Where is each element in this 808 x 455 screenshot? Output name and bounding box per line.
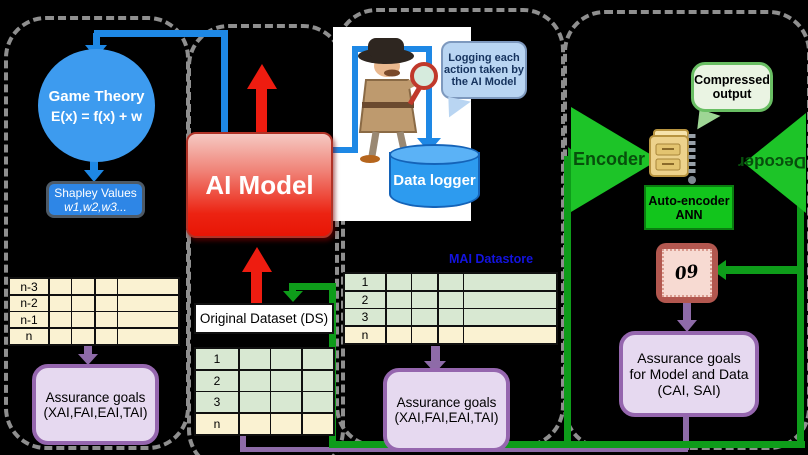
table-row-label: 2 [196,370,238,391]
wire-gametheory-drop [93,33,100,46]
original-dataset-text: Original Dataset (DS) [199,311,329,326]
assurance-mid-line1: Assurance goals [396,395,497,410]
wire-circle-to-shapley [90,156,98,172]
bubble-line1: Logging each [448,52,520,64]
green-v-to-encoder [564,156,571,446]
compressed-line2: output [712,87,752,101]
table-row-label: n-3 [10,279,48,294]
ann-line1: Auto-encoder [648,193,730,208]
wire-ai-to-gametheory-v [221,33,228,133]
red-arrowhead-bottom [242,247,272,272]
assurance-right-line3: (CAI, SAI) [657,382,721,398]
shapley-weights: w1,w2,w3... [64,199,127,214]
table-row-label: n [10,328,48,344]
arrowhead-into-shapley [84,170,104,182]
stamp-text: 09 [673,261,701,285]
original-dataset-table: 1 2 3 n [194,347,335,436]
shapley-values-box: Shapley Values w1,w2,w3... [46,181,145,218]
purple-arrow-mid-shaft [431,346,440,363]
assurance-mid-line2: (XAI,FAI,EAI,TAI) [394,410,499,425]
bubble-line2: action taken by [443,64,525,76]
table-row-label: n [196,413,238,434]
table-row-label: 1 [345,274,385,290]
assurance-goals-right-box: Assurance goals for Model and Data (CAI,… [619,331,759,417]
game-theory-title: Game Theory [48,87,145,105]
compressed-line1: Compressed [694,73,770,87]
ann-line2: ANN [675,207,703,222]
assurance-left-line2: (XAI,FAI,EAI,TAI) [43,404,148,420]
decoder-label: Decoder [737,153,807,172]
purple-arrowhead-left [78,354,98,365]
autoencoder-ann-box: Auto-encoder ANN [644,185,734,230]
table-row-label: 3 [196,392,238,412]
wire-ai-to-gametheory-h [94,30,228,37]
game-theory-formula: E(x) = f(x) + w [50,107,143,124]
wire-ai-to-logger-h1 [330,147,358,153]
encoder-label: Encoder [573,149,646,169]
green-h1 [289,283,336,290]
table-row-label: n [345,326,385,343]
game-theory-circle: Game Theory E(x) = f(x) + w [38,49,155,162]
table-row-label: n-1 [10,312,48,327]
purple-bottom-v1 [240,435,246,449]
wire-ai-to-logger-v1 [352,46,358,153]
assurance-left-line1: Assurance goals [45,389,146,405]
bubble-line3: the AI Model [451,76,517,88]
panel-ai-model [187,24,345,455]
shapley-weights-table: n-3 n-2 n-1 n [8,277,180,346]
datastore-label: MAI Datastore [449,252,534,266]
table-row-label: n-2 [10,295,48,311]
purple-bottom-v2 [683,414,689,450]
red-arrow-bottom-shaft [251,272,262,303]
assurance-goals-left-box: Assurance goals (XAI,FAI,EAI,TAI) [32,364,159,445]
red-arrowhead-top [247,64,277,89]
ai-model-label: AI Model [205,169,314,200]
wire-ai-to-logger-v2 [426,46,432,140]
data-logger-label: Data logger [393,171,476,189]
green-h-to-stamp [726,266,804,274]
table-row-label: 2 [345,291,385,308]
detective-icon [358,38,438,163]
ai-model-box: AI Model [186,132,333,238]
red-arrow-top-shaft [256,88,267,134]
assurance-right-line2: for Model and Data [629,366,749,382]
purple-arrow-left-shaft [84,346,92,355]
compressed-output-bubble: Compressed output [691,62,773,112]
purple-arrowhead-stamp [677,320,697,332]
shapley-title: Shapley Values [54,185,137,200]
original-dataset-label: Original Dataset (DS) [194,303,334,334]
logged-dataset-table: 1 2 3 n [343,272,558,345]
table-row-label: 3 [345,309,385,325]
purple-arrow-stamp-shaft [683,301,691,322]
green-v-right-edge [797,152,804,448]
logging-speech-bubble: Logging each action taken by the AI Mode… [441,41,527,99]
assurance-right-line1: Assurance goals [637,350,741,366]
zip-archive-icon [649,129,696,184]
table-row-label: 1 [196,349,238,369]
reconstruction-stamp: 09 [656,243,718,303]
assurance-goals-mid-box: Assurance goals (XAI,FAI,EAI,TAI) [383,368,510,452]
green-arrowhead-into-dataset [283,291,303,302]
